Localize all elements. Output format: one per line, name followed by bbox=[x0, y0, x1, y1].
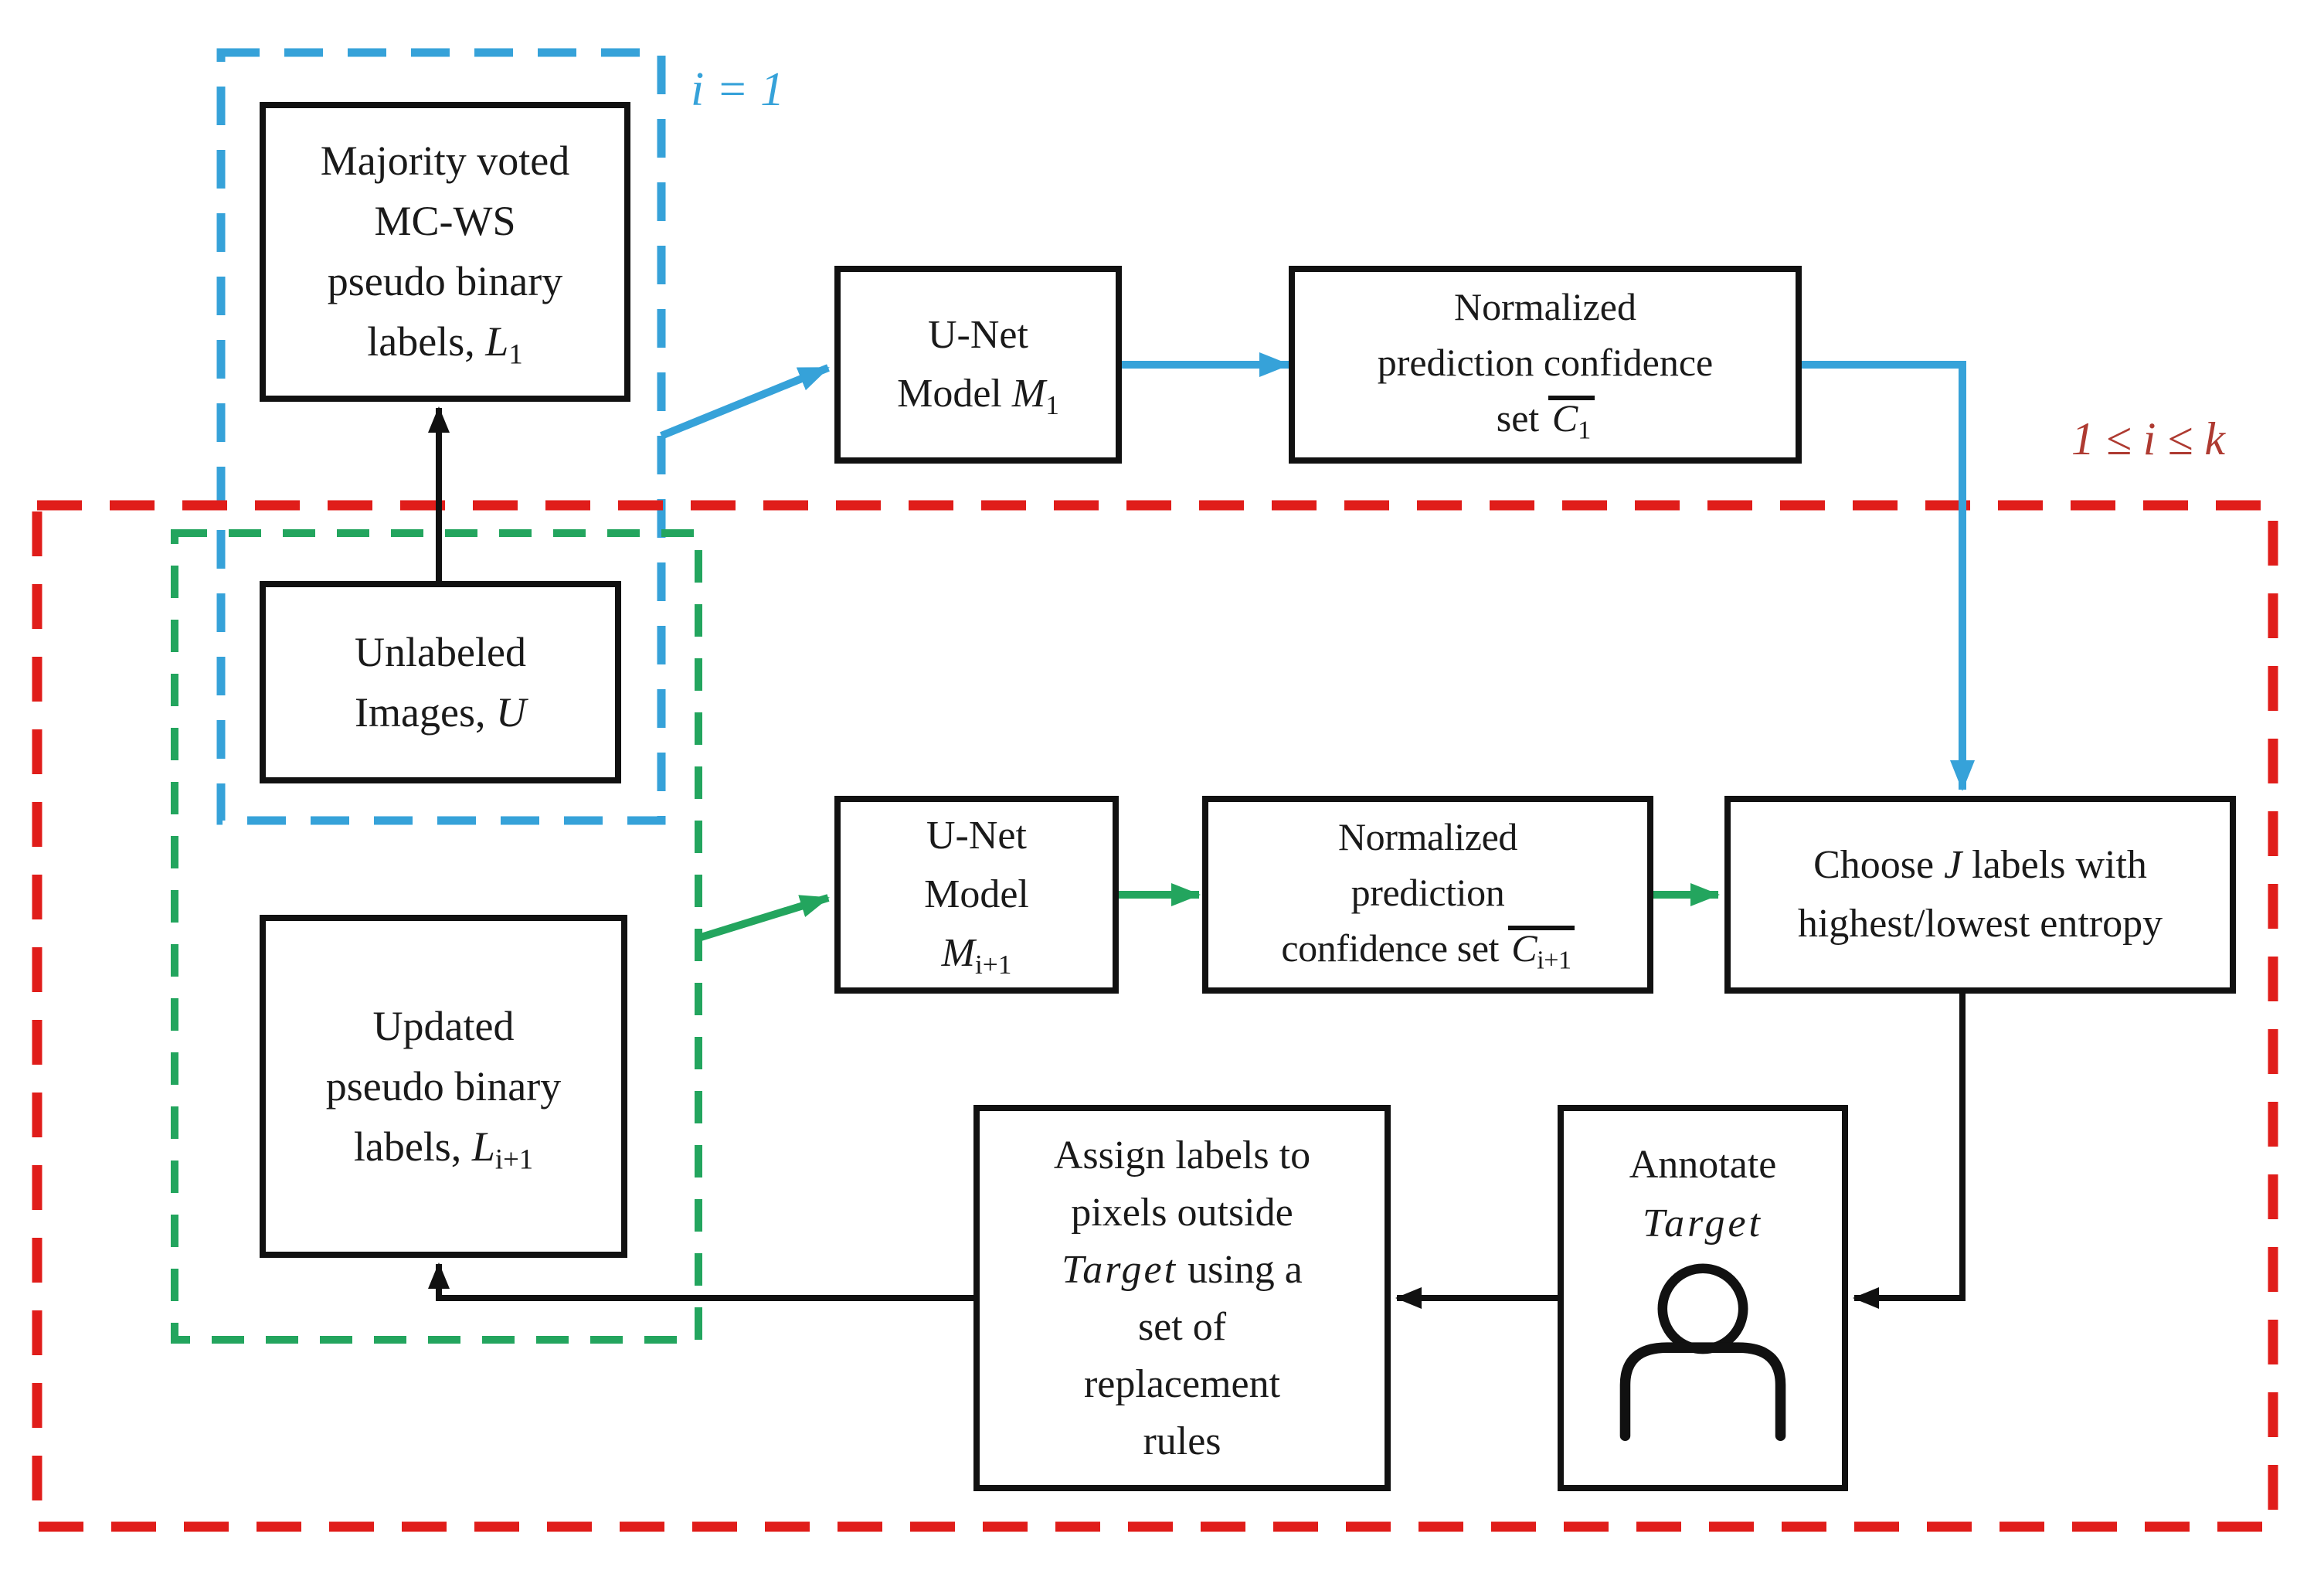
math-sub: i+1 bbox=[494, 1143, 534, 1174]
node-choose-j-labels: Choose J labels with highest/lowest entr… bbox=[1724, 796, 2236, 994]
text-line: prediction confidence bbox=[1377, 343, 1714, 385]
node-annotate-target: Annotate Target bbox=[1558, 1105, 1848, 1491]
text-line: Majority voted bbox=[320, 138, 570, 184]
text-line: confidence set bbox=[1281, 929, 1509, 970]
text-line: U-Net bbox=[926, 813, 1027, 858]
node-choose-j-labels-text: Choose J labels with highest/lowest entr… bbox=[1731, 836, 2230, 953]
math-sub: 1 bbox=[1578, 415, 1592, 445]
node-annotate-target-text: Annotate Target bbox=[1564, 1136, 1842, 1253]
node-unet-model-mi1-text: U-Net Model Mi+1 bbox=[841, 807, 1113, 983]
text-line: Annotate bbox=[1629, 1142, 1777, 1187]
math-sub: i+1 bbox=[1537, 945, 1571, 975]
node-normalized-confidence-c1: Normalized prediction confidence set C1 bbox=[1289, 266, 1802, 464]
math-var: M bbox=[941, 930, 975, 975]
text-line: Assign labels to bbox=[1053, 1133, 1311, 1178]
math-var: M bbox=[1011, 371, 1046, 416]
text-line: prediction bbox=[1351, 873, 1505, 915]
math-var: J bbox=[1944, 842, 1962, 887]
math-var: C bbox=[1551, 399, 1578, 440]
math-var: Target bbox=[1643, 1201, 1763, 1245]
text-line: labels, bbox=[367, 318, 486, 365]
math-sub: i+1 bbox=[974, 948, 1012, 980]
text-line: Model bbox=[924, 872, 1029, 916]
region-label-i-equals-1: i = 1 bbox=[691, 62, 785, 116]
node-assign-replacement-rules-text: Assign labels to pixels outside Target u… bbox=[980, 1127, 1385, 1470]
text-line: Normalized bbox=[1337, 817, 1517, 859]
text-line: Unlabeled bbox=[355, 628, 526, 675]
node-updated-pseudo-labels-text: Updated pseudo binary labels, Li+1 bbox=[266, 996, 621, 1177]
math-overline-group: Ci+1 bbox=[1508, 926, 1575, 974]
node-majority-voted-labels-text: Majority voted MC-WS pseudo binary label… bbox=[266, 131, 624, 372]
math-sub: 1 bbox=[508, 338, 523, 370]
node-majority-voted-labels: Majority voted MC-WS pseudo binary label… bbox=[260, 102, 630, 402]
text-line: set bbox=[1496, 399, 1549, 440]
math-var: U bbox=[495, 688, 526, 735]
text-line: U-Net bbox=[928, 312, 1028, 357]
region-label-1-le-i-le-k: 1 ≤ i ≤ k bbox=[2071, 414, 2225, 465]
math-var: Target bbox=[1062, 1247, 1178, 1292]
text-line: Updated bbox=[372, 1002, 515, 1048]
arrow-labels-to-unet-m1 bbox=[660, 364, 830, 440]
text-line: pixels outside bbox=[1071, 1190, 1293, 1235]
node-unlabeled-images-text: Unlabeled Images, U bbox=[266, 622, 615, 743]
math-sub: 1 bbox=[1045, 389, 1059, 420]
node-normalized-confidence-ci1-text: Normalized prediction confidence set Ci+… bbox=[1208, 811, 1647, 978]
text-line: Model bbox=[897, 371, 1012, 416]
node-unet-model-m1-text: U-Net Model M1 bbox=[841, 306, 1116, 423]
person-icon bbox=[1619, 1263, 1786, 1442]
math-var: C bbox=[1511, 929, 1537, 970]
text-line: using a bbox=[1177, 1247, 1303, 1292]
math-var: L bbox=[485, 318, 509, 365]
node-normalized-confidence-c1-text: Normalized prediction confidence set C1 bbox=[1295, 281, 1796, 448]
node-unet-model-mi1: U-Net Model Mi+1 bbox=[834, 796, 1119, 994]
text-line: pseudo binary bbox=[327, 258, 563, 304]
math-var: L bbox=[471, 1123, 495, 1169]
arrow-updated-labels-to-unet-mi1 bbox=[697, 894, 830, 942]
text-line: labels with bbox=[1962, 842, 2147, 887]
text-line: pseudo binary bbox=[325, 1062, 562, 1109]
node-unet-model-m1: U-Net Model M1 bbox=[834, 266, 1122, 464]
arrow-choose-to-annotate bbox=[1853, 994, 1966, 1309]
node-assign-replacement-rules: Assign labels to pixels outside Target u… bbox=[973, 1105, 1391, 1491]
node-unlabeled-images: Unlabeled Images, U bbox=[260, 581, 621, 783]
text-line: replacement bbox=[1083, 1361, 1281, 1406]
arrow-confidence-c1-to-choose bbox=[1802, 361, 1975, 791]
text-line: labels, bbox=[353, 1123, 472, 1169]
node-normalized-confidence-ci1: Normalized prediction confidence set Ci+… bbox=[1202, 796, 1653, 994]
node-updated-pseudo-labels: Updated pseudo binary labels, Li+1 bbox=[260, 915, 627, 1258]
text-line: rules bbox=[1143, 1419, 1221, 1463]
text-line: highest/lowest entropy bbox=[1797, 901, 2163, 946]
arrow-assign-to-updated-labels bbox=[428, 1262, 973, 1301]
text-line: Images, bbox=[355, 688, 496, 735]
math-overline-group: C1 bbox=[1548, 396, 1595, 443]
text-line: Normalized bbox=[1453, 287, 1636, 329]
text-line: set of bbox=[1137, 1304, 1227, 1349]
text-line: MC-WS bbox=[374, 198, 516, 244]
text-line: Choose bbox=[1813, 842, 1945, 887]
